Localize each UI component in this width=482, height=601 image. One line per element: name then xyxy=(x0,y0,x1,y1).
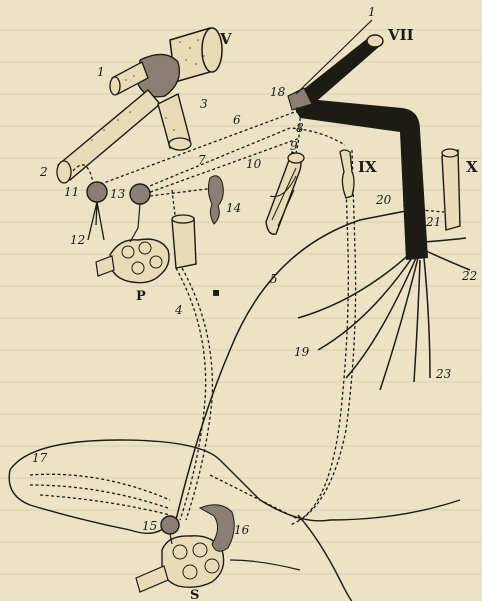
label-14: 14 xyxy=(226,201,241,215)
ganglion-13 xyxy=(130,184,150,204)
submaxillary-ganglion-15 xyxy=(161,516,179,534)
label-20: 20 xyxy=(375,193,392,207)
label-11: 11 xyxy=(64,185,79,199)
parotid-gland xyxy=(96,228,169,283)
label-19: 19 xyxy=(294,345,310,359)
label-13: 13 xyxy=(110,187,126,201)
label-15: 15 xyxy=(142,519,157,533)
maxillary-branch xyxy=(58,90,160,180)
label-18: 18 xyxy=(270,85,286,99)
label-3: 3 xyxy=(200,97,208,111)
label-7: 7 xyxy=(198,153,206,167)
label-VII: VII xyxy=(387,26,414,44)
lingual-loop xyxy=(176,210,412,520)
jaw-outline xyxy=(298,515,352,601)
label-16: 16 xyxy=(234,523,250,537)
label-9: 9 xyxy=(290,139,298,153)
label-1-top: 1 xyxy=(368,5,376,19)
label-22: 22 xyxy=(461,269,477,283)
label-21: 21 xyxy=(425,215,441,229)
structure-14 xyxy=(208,176,223,224)
submaxillary-gland xyxy=(136,534,224,592)
label-P: P xyxy=(136,289,146,304)
label-17: 17 xyxy=(32,451,48,465)
svg-text:▪: ▪ xyxy=(212,285,220,299)
vessel-4 xyxy=(172,215,196,268)
facial-nerve-trunk xyxy=(290,38,428,260)
otic-ganglion-11 xyxy=(87,182,107,202)
tongue-outline xyxy=(10,440,460,521)
label-IX: IX xyxy=(358,158,377,176)
label-6: 6 xyxy=(233,113,241,127)
label-23: 23 xyxy=(435,367,452,381)
label-12: 12 xyxy=(70,233,85,247)
label-1: 1 xyxy=(97,65,105,79)
label-S: S xyxy=(190,588,199,601)
label-V: V xyxy=(219,30,232,48)
dotted-pathways xyxy=(30,108,412,525)
label-2: 2 xyxy=(39,165,48,179)
label-4: 4 xyxy=(174,303,183,317)
label-8: 8 xyxy=(296,121,304,135)
label-X: X xyxy=(466,158,478,176)
label-5: 5 xyxy=(270,272,278,286)
label-10: 10 xyxy=(246,157,262,171)
